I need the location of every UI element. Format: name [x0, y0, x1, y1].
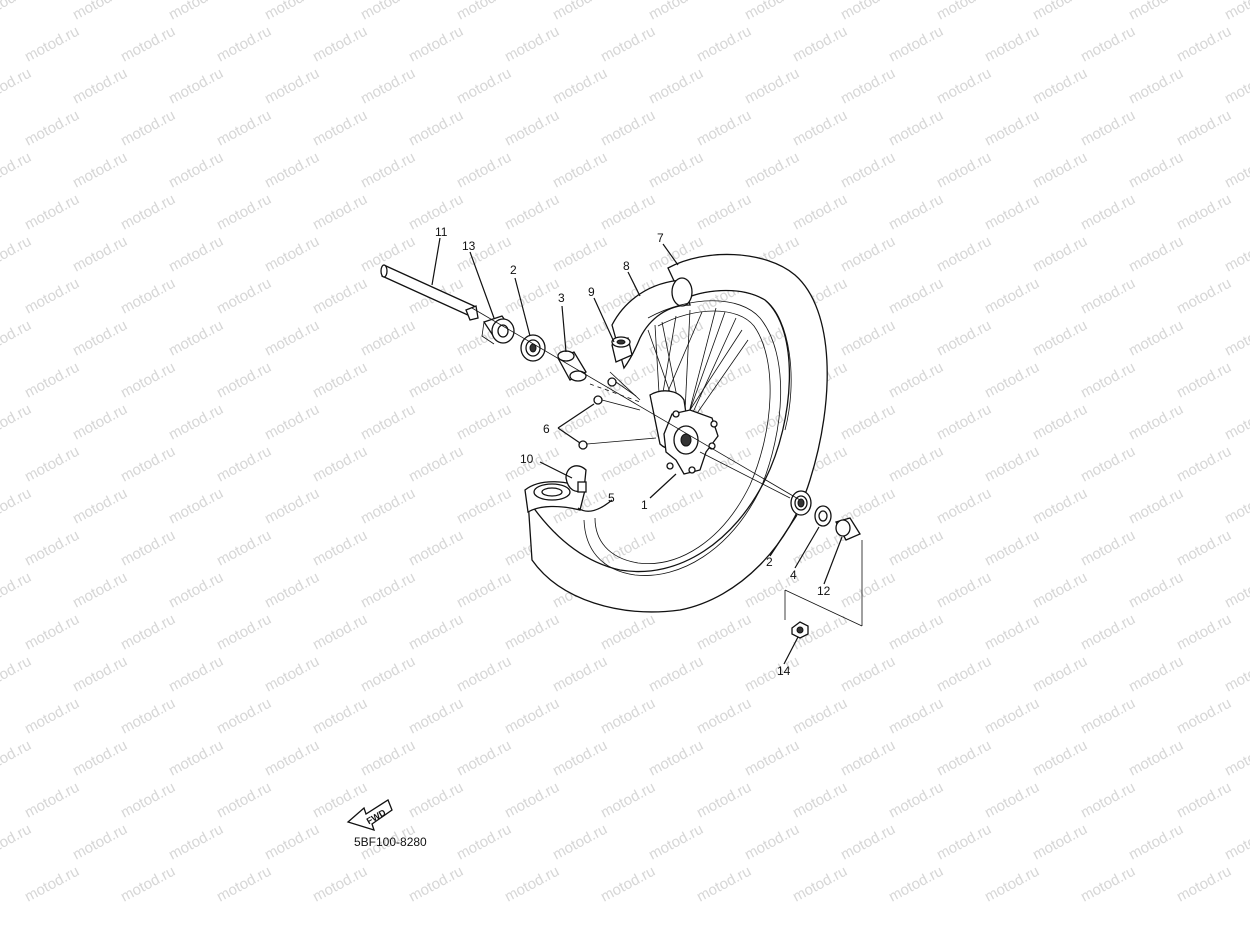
oil-seal	[814, 505, 832, 527]
callout-6: 6	[543, 422, 550, 436]
callout-12: 12	[817, 584, 831, 598]
axle	[380, 264, 479, 321]
guide-lines	[471, 307, 863, 627]
callout-7: 7	[657, 231, 664, 245]
callout-2-right: 2	[766, 555, 773, 569]
diagram-code: 5BF100-8280	[354, 835, 427, 849]
leader-lines	[431, 237, 843, 665]
callout-1: 1	[641, 498, 648, 512]
axle-nut	[791, 621, 809, 639]
valve-stem	[611, 336, 633, 363]
spoke-nipples	[578, 377, 657, 450]
tire	[527, 253, 828, 613]
callout-9: 9	[588, 285, 595, 299]
valve-cap	[565, 465, 587, 493]
spacer	[557, 350, 587, 382]
bearing-right	[790, 490, 812, 516]
callout-11: 11	[435, 225, 448, 239]
hub	[609, 371, 719, 475]
rim-band	[524, 481, 586, 514]
callout-13: 13	[462, 239, 476, 253]
fwd-arrow: FWD	[346, 799, 393, 831]
collar	[481, 315, 515, 345]
callout-labels: 11 13 2 3 9 8 7 6 10 5 1 2 4 12 14	[435, 225, 831, 678]
callout-4: 4	[790, 568, 797, 582]
callout-2-left: 2	[510, 263, 517, 277]
callout-3: 3	[558, 291, 565, 305]
callout-14: 14	[777, 664, 791, 678]
bearing-left	[520, 334, 546, 362]
callout-8: 8	[623, 259, 630, 273]
callout-10: 10	[520, 452, 534, 466]
right-collar	[835, 517, 861, 541]
callout-5: 5	[608, 491, 615, 505]
